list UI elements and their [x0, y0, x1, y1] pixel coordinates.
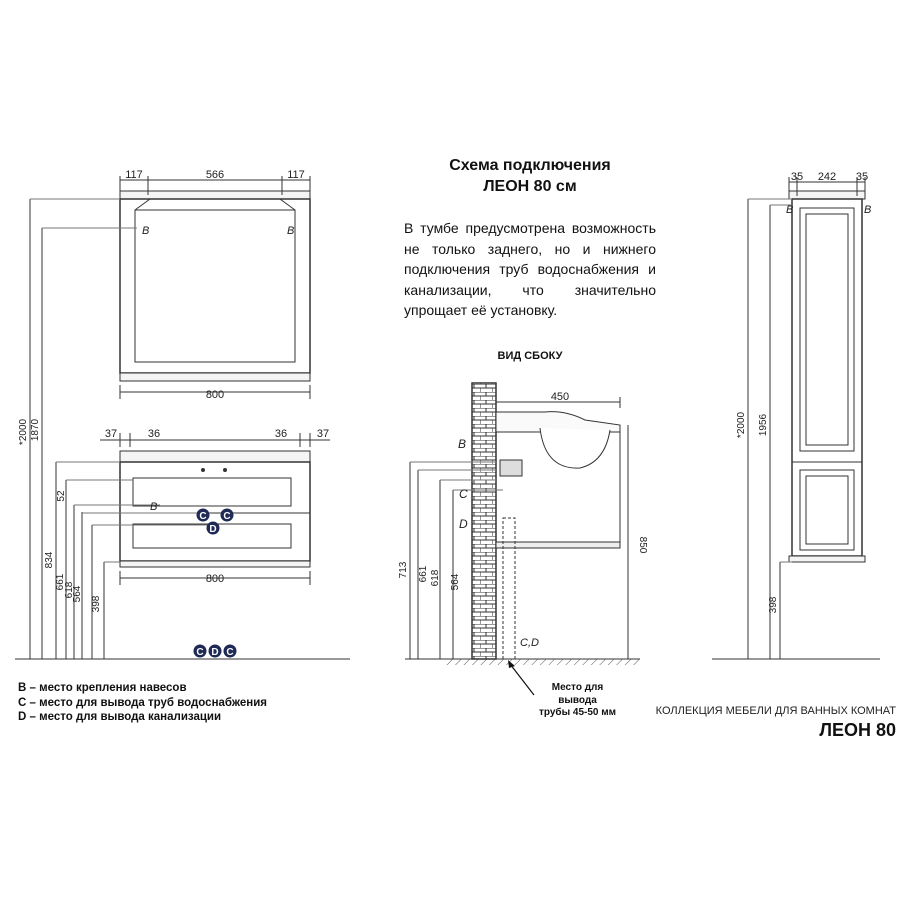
dim-side-618: 618	[430, 569, 441, 586]
marker-b-right: B	[287, 225, 294, 237]
dim-mirror-center: 566	[206, 169, 224, 181]
dim-cabinet-2000: *2000	[736, 411, 747, 438]
dim-mirror-width: 800	[206, 389, 224, 401]
dim-cabinet-center: 242	[818, 171, 836, 183]
dim-height-2000: *2000	[18, 418, 29, 445]
front-view	[15, 176, 350, 660]
dim-side-564: 564	[450, 573, 461, 590]
marker-d-1: D	[209, 524, 216, 535]
dim-mirror-left: 117	[125, 169, 143, 181]
cabinet-marker-b-right: B	[864, 204, 871, 216]
dim-side-713: 713	[398, 561, 409, 578]
dim-side-850: 850	[637, 537, 648, 554]
dim-vanity-left-2: 36	[148, 428, 160, 440]
cabinet-dims: 35 242 35 *2000 1956 398 B B	[736, 171, 871, 613]
marker-b-left: B	[142, 225, 149, 237]
marker-d-bottom: D	[211, 647, 218, 658]
dim-height-618: 618	[64, 581, 75, 598]
cabinet-marker-b-left: B	[786, 204, 793, 216]
dim-cabinet-1956: 1956	[758, 413, 769, 436]
title-line-1: Схема подключения	[449, 157, 611, 174]
dim-height-834: 834	[44, 551, 55, 568]
cabinet-plinth	[788, 555, 866, 563]
side-marker-b: B	[458, 437, 466, 451]
dim-cabinet-left: 35	[791, 171, 803, 183]
dim-vanity-right-1: 36	[275, 428, 287, 440]
side-wall	[471, 382, 497, 660]
vanity-body	[119, 461, 311, 562]
side-marker-d: D	[459, 517, 468, 531]
cabinet-cornice	[788, 190, 866, 200]
legend: B – место крепления навесов C – место дл…	[18, 681, 267, 725]
side-view	[405, 382, 640, 696]
side-marker-cd: C,D	[520, 637, 539, 649]
marker-c-1: C	[199, 511, 206, 522]
dim-height-398: 398	[91, 595, 102, 612]
marker-b-vanity: B	[150, 501, 157, 513]
dim-cabinet-398: 398	[768, 596, 779, 613]
pipe-note-line-2: вывода	[558, 694, 597, 706]
side-view-label: ВИД СБОКУ	[497, 350, 563, 362]
title-line-2: ЛЕОН 80 см	[483, 178, 577, 195]
dim-vanity-right-2: 37	[317, 428, 329, 440]
vanity-drawer-1	[132, 477, 292, 507]
collection-label: КОЛЛЕКЦИЯ МЕБЕЛИ ДЛЯ ВАННЫХ КОМНАТ	[655, 705, 896, 717]
marker-c-bottom-2: C	[226, 647, 233, 658]
side-marker-c: C	[459, 487, 468, 501]
model-name: ЛЕОН 80	[819, 720, 896, 740]
dim-height-661: 661	[55, 573, 66, 590]
marker-c-2: C	[223, 511, 230, 522]
dim-depth: 450	[551, 391, 569, 403]
pipe-note-line-1: Место для	[551, 682, 604, 693]
pipe-note: Место для вывода трубы 45-50 мм	[520, 682, 635, 720]
mirror-glass	[134, 209, 296, 363]
side-drain-pipe	[502, 517, 516, 660]
dim-mirror-right: 117	[287, 169, 305, 181]
pipe-arrow	[509, 663, 535, 696]
dim-cabinet-right: 35	[856, 171, 868, 183]
legend-item-c: C – место для вывода труб водоснабжения	[18, 696, 267, 709]
side-sink-basin	[539, 427, 611, 469]
pipe-note-line-3: трубы 45-50 мм	[538, 707, 617, 718]
cabinet-body	[791, 198, 863, 557]
legend-item-d: D – место для вывода канализации	[18, 711, 222, 723]
vanity-top	[119, 450, 311, 463]
dim-side-661: 661	[418, 565, 429, 582]
front-connection-points: C C D C D C	[193, 508, 237, 658]
dim-52: 52	[56, 490, 67, 502]
dim-height-564: 564	[72, 585, 83, 602]
mirror-base	[119, 372, 311, 382]
diagram-title: Схема подключения ЛЕОН 80 см	[400, 155, 660, 197]
side-vanity-top	[495, 411, 621, 433]
description: В тумбе предусмотрена возможность не тол…	[404, 220, 656, 318]
marker-c-bottom-1: C	[196, 647, 203, 658]
cabinet-lower-door	[799, 469, 855, 551]
vanity-plinth	[119, 560, 311, 568]
side-view-dims: 450 850 713 661 618 564 B C D C,D	[398, 391, 648, 649]
cabinet-upper-door	[799, 207, 855, 452]
dim-vanity-width: 800	[206, 573, 224, 585]
front-view-dims: 117 566 117 800 37 36 36 37 800 *2000 18…	[18, 169, 329, 612]
tall-cabinet-view	[712, 177, 880, 660]
dim-vanity-left-1: 37	[105, 428, 117, 440]
dim-height-1870: 1870	[30, 418, 41, 441]
legend-item-b: B – место крепления навесов	[18, 682, 187, 694]
